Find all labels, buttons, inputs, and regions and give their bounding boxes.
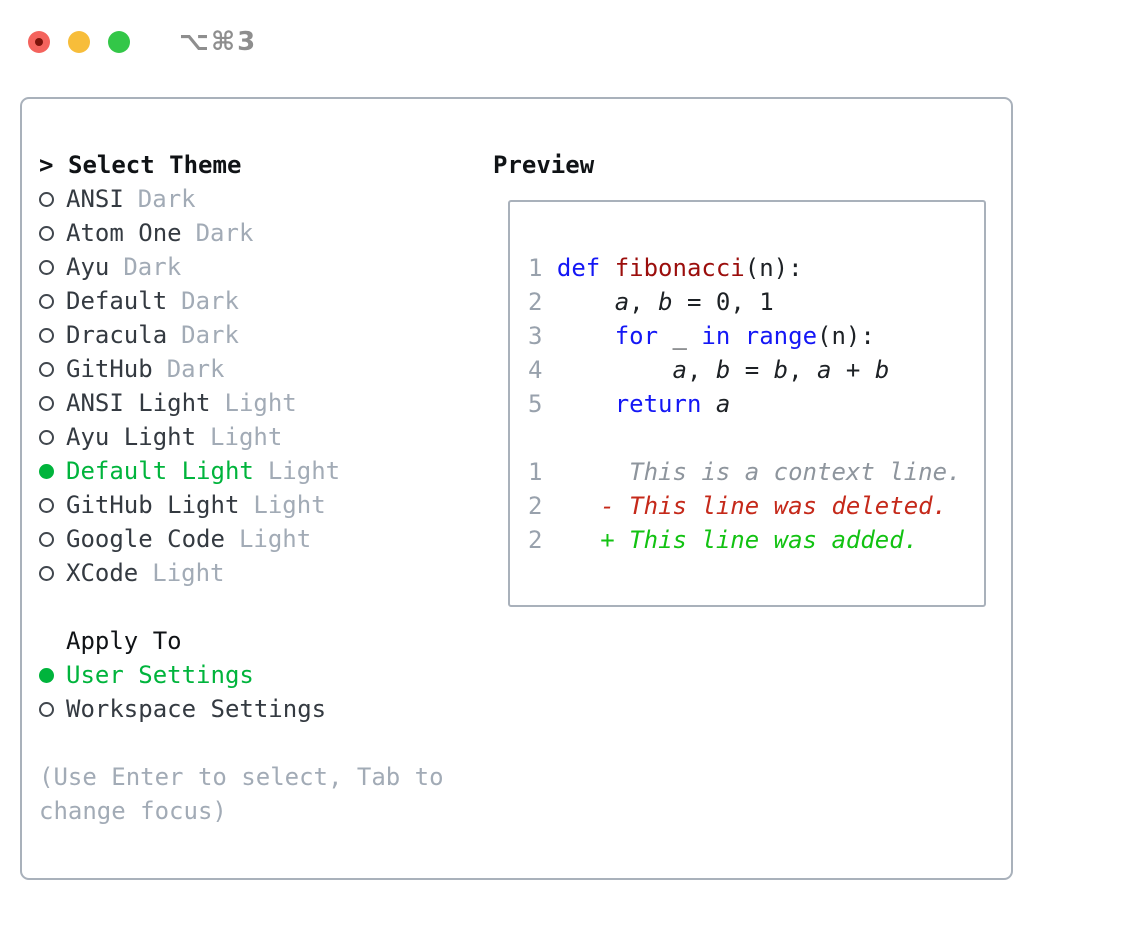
theme-item-ayu[interactable]: Ayu Dark <box>39 250 444 284</box>
theme-name: Default Light <box>66 457 254 485</box>
code-preview-box: 1 def fibonacci(n): 2 a, b = 0, 1 3 for _ … <box>508 200 986 607</box>
theme-variant-label: Dark <box>166 355 225 383</box>
theme-variant-label: Light <box>210 423 283 451</box>
theme-variant-label: Light <box>253 491 326 519</box>
close-button[interactable] <box>28 31 50 53</box>
theme-selector-title: Select Theme <box>68 151 242 179</box>
theme-name: ANSI <box>66 185 124 213</box>
theme-item-google-code[interactable]: Google Code Light <box>39 522 444 556</box>
theme-name: Ayu <box>66 253 110 281</box>
keyboard-shortcut-label: ⌥⌘3 <box>179 27 258 57</box>
code-line <box>528 421 984 455</box>
theme-name: Atom One <box>66 219 182 247</box>
theme-name: Default <box>66 287 168 315</box>
radio-unselected-icon <box>39 701 54 717</box>
radio-unselected-icon <box>39 531 54 547</box>
code-line: 5 return a <box>528 390 731 418</box>
theme-item-github[interactable]: GitHub Dark <box>39 352 444 386</box>
code-line: 1 This is a context line. <box>528 458 962 486</box>
radio-unselected-icon <box>39 429 54 445</box>
radio-unselected-icon <box>39 497 54 513</box>
theme-name: GitHub Light <box>66 491 240 519</box>
titlebar: ⌥⌘3 <box>28 27 257 57</box>
theme-variant-label: Light <box>238 525 312 553</box>
help-text-line: change focus) <box>39 797 227 825</box>
theme-variant-label: Light <box>152 559 225 587</box>
theme-selector-header: > Select Theme <box>39 148 444 182</box>
apply-option-label: Workspace Settings <box>66 695 327 723</box>
theme-variant-label: Light <box>224 389 297 417</box>
theme-name: Google Code <box>66 525 225 553</box>
theme-name: XCode <box>66 559 139 587</box>
close-button-dot-icon <box>35 38 43 46</box>
code-preview: 1 def fibonacci(n): 2 a, b = 0, 1 3 for _ … <box>510 202 984 557</box>
radio-unselected-icon <box>39 395 54 411</box>
code-line: 4 a, b = b, a + b <box>528 356 890 384</box>
theme-variant-label: Dark <box>181 287 239 315</box>
theme-item-default-light[interactable]: Default Light Light <box>39 454 444 488</box>
radio-unselected-icon <box>39 327 54 343</box>
code-line: 2 + This line was added. <box>528 526 919 554</box>
radio-unselected-icon <box>39 225 54 241</box>
code-line: 2 a, b = 0, 1 <box>528 288 774 316</box>
code-line: 3 for _ in range(n): <box>528 322 875 350</box>
theme-variant-label: Dark <box>123 253 182 281</box>
theme-item-ansi-light[interactable]: ANSI Light Light <box>39 386 444 420</box>
apply-to-title: Apply To <box>66 627 182 655</box>
theme-item-atom-one[interactable]: Atom One Dark <box>39 216 444 250</box>
theme-name: ANSI Light <box>66 389 211 417</box>
help-text: (Use Enter to select, Tab to change focu… <box>39 760 444 828</box>
apply-option-workspace-settings[interactable]: Workspace Settings <box>39 692 444 726</box>
apply-option-user-settings[interactable]: User Settings <box>39 658 444 692</box>
theme-item-xcode[interactable]: XCode Light <box>39 556 444 590</box>
radio-unselected-icon <box>39 259 54 275</box>
theme-item-default[interactable]: Default Dark <box>39 284 444 318</box>
theme-item-ansi[interactable]: ANSI Dark <box>39 182 444 216</box>
radio-unselected-icon <box>39 361 54 377</box>
radio-unselected-icon <box>39 191 54 207</box>
preview-title: Preview <box>493 151 595 179</box>
radio-unselected-icon <box>39 293 54 309</box>
theme-variant-label: Dark <box>137 185 196 213</box>
prompt-caret-icon: > <box>39 151 54 179</box>
theme-name: Ayu Light <box>66 423 197 451</box>
theme-item-ayu-light[interactable]: Ayu Light Light <box>39 420 444 454</box>
help-text-line: (Use Enter to select, Tab to <box>39 763 444 791</box>
theme-name: GitHub <box>66 355 153 383</box>
radio-selected-icon <box>39 463 54 479</box>
code-line: 2 - This line was deleted. <box>528 492 948 520</box>
apply-option-label: User Settings <box>66 661 254 689</box>
theme-variant-label: Dark <box>195 219 254 247</box>
theme-name: Dracula <box>66 321 168 349</box>
radio-selected-icon <box>39 667 54 683</box>
theme-variant-label: Dark <box>181 321 239 349</box>
theme-item-dracula[interactable]: Dracula Dark <box>39 318 444 352</box>
minimize-button[interactable] <box>68 31 90 53</box>
theme-variant-label: Light <box>267 457 341 485</box>
maximize-button[interactable] <box>108 31 130 53</box>
theme-item-github-light[interactable]: GitHub Light Light <box>39 488 444 522</box>
radio-unselected-icon <box>39 565 54 581</box>
code-line: 1 def fibonacci(n): <box>528 254 803 282</box>
